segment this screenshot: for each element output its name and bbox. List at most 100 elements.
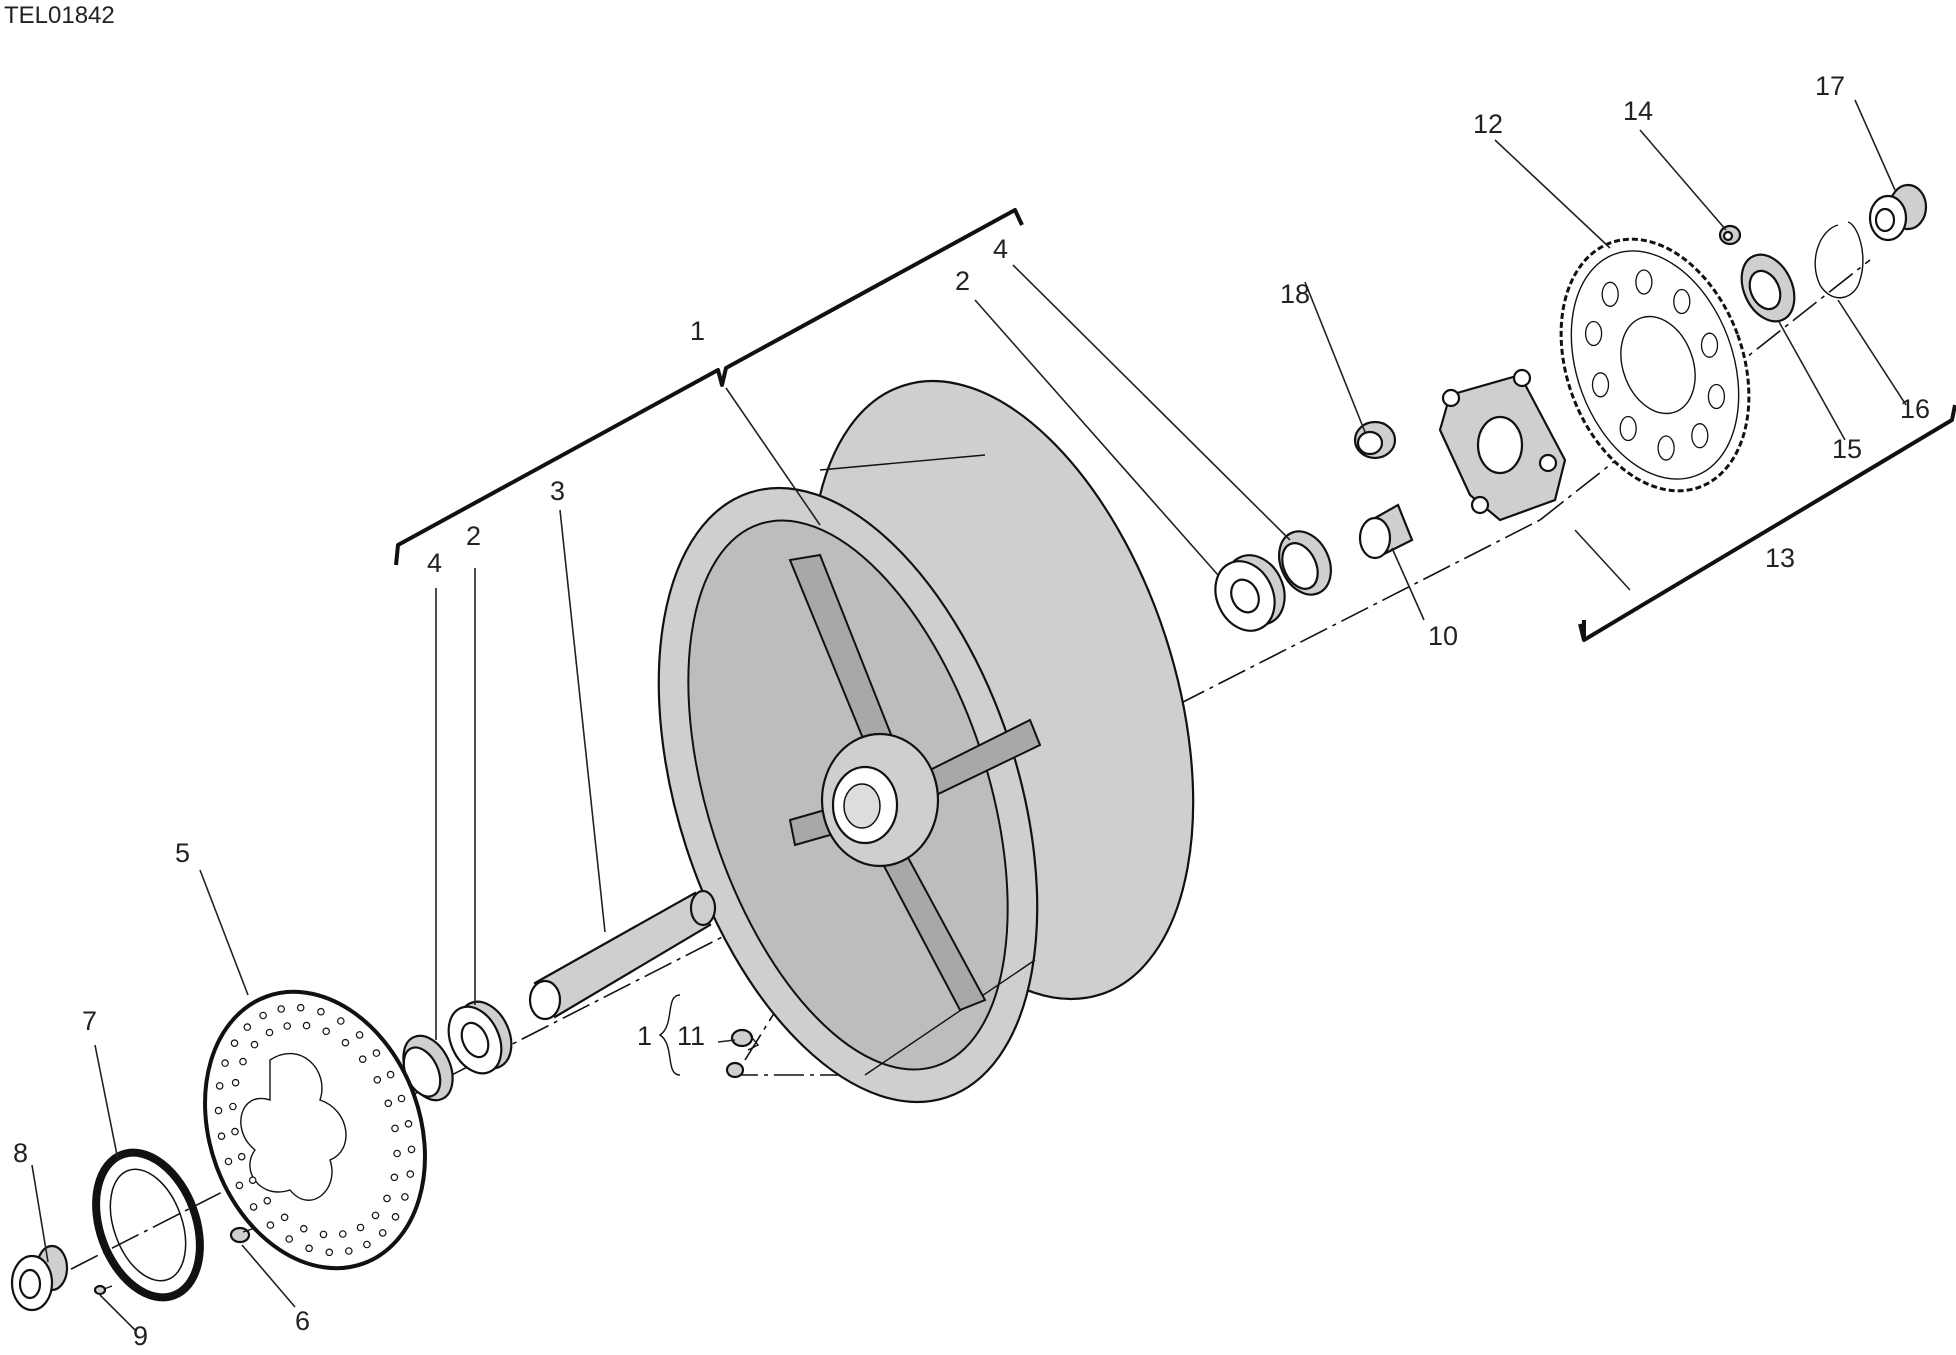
disc-hole: [237, 1152, 246, 1161]
disc-hole: [397, 1094, 406, 1103]
spacer-10: [1358, 503, 1414, 560]
disc-hole: [305, 1244, 313, 1253]
callout-10: 10: [1428, 621, 1458, 651]
disc-hole: [390, 1173, 399, 1182]
group-brace-1: [658, 994, 681, 1076]
disc-hole: [239, 1057, 247, 1066]
disc-hole: [299, 1224, 308, 1233]
disc-hole: [214, 1106, 223, 1115]
disc-hole: [371, 1211, 380, 1220]
disc-hole: [224, 1157, 233, 1166]
sprocket-hole: [1657, 435, 1675, 461]
callout-6: 6: [295, 1306, 310, 1336]
disc-hole: [393, 1149, 401, 1158]
disc-hole: [378, 1229, 387, 1237]
sprocket-hole: [1635, 269, 1653, 295]
callout-2-left: 2: [466, 521, 481, 551]
sprocket-hole: [1700, 332, 1719, 358]
leader-lines: [31, 99, 1907, 1331]
bearing-15: [1740, 253, 1796, 323]
disc-hole: [391, 1124, 399, 1133]
disc-hole: [277, 1005, 286, 1013]
callout-8: 8: [13, 1138, 28, 1168]
disc-hole: [235, 1181, 244, 1190]
disc-hole: [243, 1023, 252, 1031]
disc-hole: [285, 1235, 294, 1243]
disc-hole: [384, 1099, 393, 1108]
disc-carrier: [92, 1148, 204, 1302]
sprocket-hole: [1591, 372, 1610, 398]
wheel-rim: [657, 379, 1195, 1104]
drawing-code: TEL01842: [4, 2, 115, 29]
disc-hole: [248, 1176, 257, 1185]
disc-hole: [319, 1230, 328, 1239]
disc-hole: [280, 1213, 289, 1222]
disc-hole: [325, 1248, 334, 1257]
sprocket-hole: [1584, 320, 1603, 347]
callout-3: 3: [550, 476, 565, 506]
disc-hole: [401, 1193, 409, 1201]
seal-right: [1278, 530, 1332, 596]
disc-hole: [383, 1194, 391, 1203]
disc-hole: [221, 1059, 229, 1067]
sprocket: [1559, 237, 1751, 493]
disc-hole: [373, 1076, 382, 1084]
bearing-right: [1214, 554, 1286, 632]
damper-18: [1353, 420, 1397, 460]
disc-hole: [317, 1007, 325, 1016]
callout-1-top: 1: [690, 316, 705, 346]
callout-18: 18: [1280, 279, 1310, 309]
callout-4-left: 4: [427, 548, 442, 578]
disc-hole: [265, 1028, 274, 1037]
sprocket-hole: [1601, 281, 1619, 307]
spacer-17: [1868, 183, 1928, 242]
disc-hole: [296, 1003, 305, 1012]
disc-hole: [259, 1011, 267, 1020]
callout-7: 7: [82, 1006, 97, 1036]
disc-hole: [322, 1027, 331, 1036]
sprocket-hole: [1619, 415, 1637, 442]
disc-hole: [372, 1049, 381, 1057]
sprocket-hole: [1673, 288, 1691, 315]
valve-cap: [725, 1061, 745, 1079]
callout-13: 13: [1765, 543, 1795, 573]
disc-hole: [355, 1031, 364, 1039]
circlip-16: [1814, 221, 1864, 299]
callout-2-right: 2: [955, 266, 970, 296]
disc-hole: [356, 1223, 365, 1232]
valve-stem: [730, 1028, 760, 1051]
disc-hole: [231, 1078, 240, 1087]
wheel-spacer-left: [10, 1244, 69, 1312]
spacer-tube: [528, 889, 717, 1021]
callout-1-group: 1: [637, 1021, 652, 1051]
sprocket-carrier: [1438, 368, 1567, 522]
disc-hole: [249, 1203, 258, 1211]
callout-17: 17: [1815, 71, 1845, 101]
disc-hole: [391, 1213, 400, 1221]
disc-hole: [344, 1247, 353, 1255]
brake-disc: [203, 989, 427, 1271]
disc-hole: [338, 1230, 347, 1238]
callout-14: 14: [1623, 96, 1653, 126]
disc-hole: [404, 1120, 413, 1128]
disc-hole: [230, 1039, 239, 1048]
screw-9: [93, 1284, 113, 1296]
callout-15: 15: [1832, 434, 1862, 464]
callout-11: 11: [677, 1021, 705, 1051]
disc-hole: [302, 1021, 311, 1030]
sprocket-hole: [1707, 383, 1726, 410]
callout-16: 16: [1900, 394, 1930, 424]
group-bracket-1: [394, 208, 1024, 566]
disc-hole: [363, 1240, 371, 1249]
disc-hole: [250, 1040, 259, 1049]
nut-14: [1718, 224, 1742, 246]
disc-hole: [407, 1145, 416, 1154]
screw-6: [229, 1226, 256, 1244]
bearing-left: [447, 1000, 513, 1075]
disc-hole: [263, 1197, 272, 1205]
callout-4-right: 4: [993, 234, 1008, 264]
callout-5: 5: [175, 838, 190, 868]
disc-hole: [217, 1132, 226, 1141]
disc-hole: [406, 1170, 415, 1178]
